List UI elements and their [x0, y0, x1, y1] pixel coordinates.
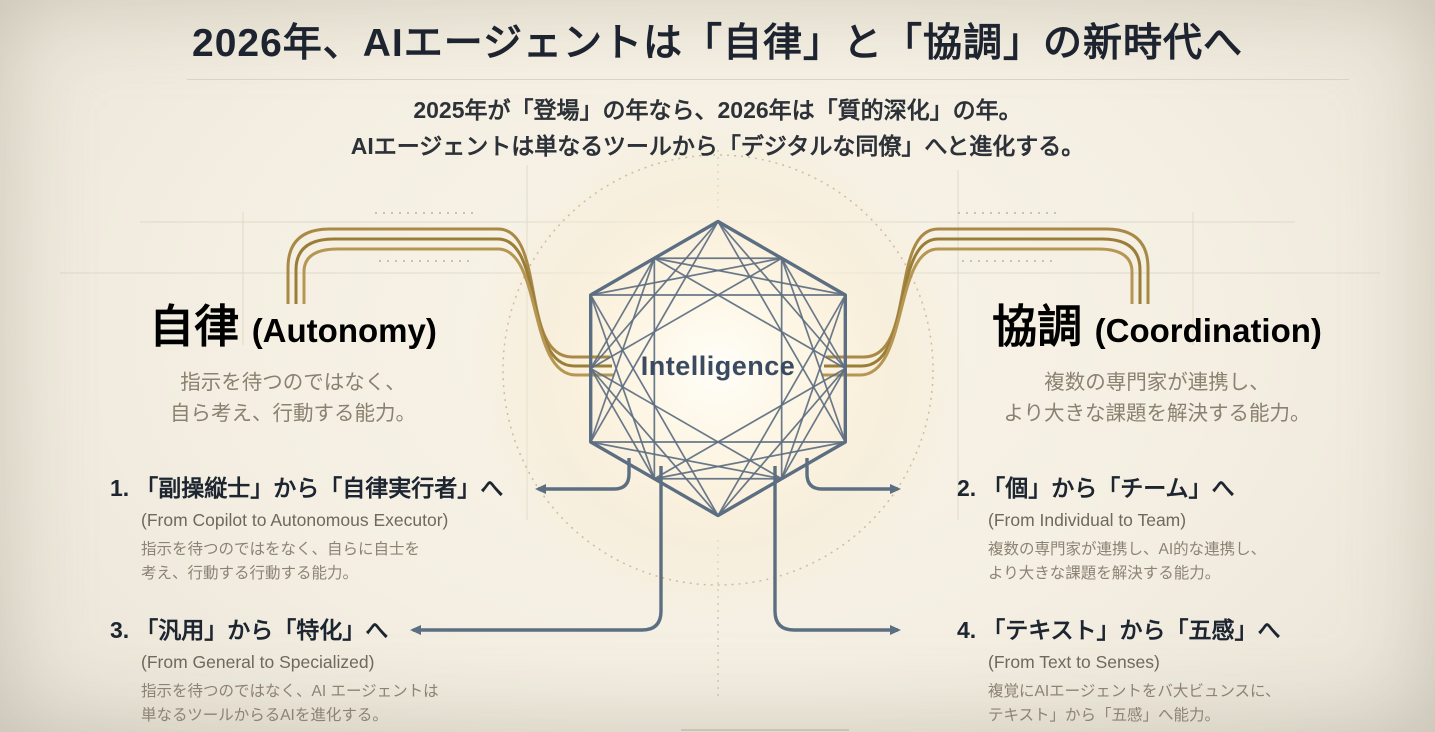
point-3-desc: 指示を待つのではなく、AI エージェントは 単なるツールからるAIを進化する。 — [141, 683, 439, 724]
center-glow — [468, 118, 968, 618]
pillar-autonomy-kanji: 自律 — [149, 301, 240, 352]
pillar-coordination-english: (Coordination) — [1094, 312, 1322, 349]
point-1-desc: 指示を待つのではをなく、自らに自士を 考え、行動する行動する能力。 — [141, 541, 421, 582]
subtitle: 2025年が「登場」の年なら、2026年は「質的深化」の年。 AIエージェントは… — [0, 92, 1435, 164]
arrow-to-point-1 — [535, 458, 631, 494]
pillar-coordination-heading: 協調 (Coordination) — [952, 299, 1362, 359]
gold-link-left — [286, 227, 614, 377]
page-title: 2026年、AIエージェントは「自律」と「協調」の新時代へ — [192, 22, 1243, 65]
pillar-autonomy: 自律 (Autonomy) 指示を待つのではなく、 自ら考え、行動する能力。 — [93, 299, 493, 429]
pillar-autonomy-desc: 指示を待つのではなく、 自ら考え、行動する能力。 — [170, 371, 416, 425]
point-4-english: (From Text to Senses) — [988, 652, 1160, 672]
point-2-desc: 複数の専門家が連携し、AI的な連携し、 より大きな課題を解決する能力。 — [988, 541, 1267, 582]
point-2: 2.「個」から「チーム」へ (From Individual to Team) … — [957, 469, 1427, 586]
pillar-autonomy-heading: 自律 (Autonomy) — [93, 299, 493, 359]
point-2-english: (From Individual to Team) — [988, 510, 1187, 530]
arrow-to-point-3 — [410, 466, 663, 635]
subtitle-line1: 2025年が「登場」の年なら、2026年は「質的深化」の年。 — [413, 97, 1022, 123]
connector-arrows — [410, 458, 901, 635]
point-1-english: (From Copilot to Autonomous Executor) — [141, 510, 449, 530]
title-divider — [187, 79, 1349, 80]
point-1-title: 1.「副操縦士」から「自律実行者」へ — [110, 475, 504, 501]
point-4-desc: 複覚にAIエージェントをバ大ビュンスに、 テキスト」から「五感」へ能力。 — [988, 683, 1281, 724]
point-3: 3.「汎用」から「特化」へ (From General to Specializ… — [110, 611, 580, 728]
point-4: 4.「テキスト」から「五感」へ (From Text to Senses) 複覚… — [957, 611, 1427, 728]
arrow-to-point-2 — [805, 458, 901, 494]
arrow-to-point-4 — [773, 466, 901, 635]
pillar-autonomy-english: (Autonomy) — [251, 312, 437, 349]
pillar-coordination-desc: 複数の専門家が連携し、 より大きな課題を解決する能力。 — [1003, 371, 1311, 425]
gold-link-right — [822, 227, 1150, 377]
point-2-title: 2.「個」から「チーム」へ — [957, 475, 1235, 501]
point-3-title: 3.「汎用」から「特化」へ — [110, 617, 389, 643]
point-4-title: 4.「テキスト」から「五感」へ — [957, 617, 1281, 643]
point-1: 1.「副操縦士」から「自律実行者」へ (From Copilot to Auto… — [110, 469, 580, 586]
pillar-coordination: 協調 (Coordination) 複数の専門家が連携し、 より大きな課題を解決… — [952, 299, 1362, 429]
center-intelligence-label: Intelligence — [640, 351, 796, 381]
hexagon-network — [588, 219, 848, 518]
point-3-english: (From General to Specialized) — [141, 652, 375, 672]
pillar-coordination-kanji: 協調 — [992, 301, 1083, 352]
subtitle-line2: AIエージェントは単なるツールから「デジタルな同僚」へと進化する。 — [350, 133, 1085, 159]
dotted-circle — [502, 154, 934, 586]
dotted-guides — [375, 150, 1061, 700]
